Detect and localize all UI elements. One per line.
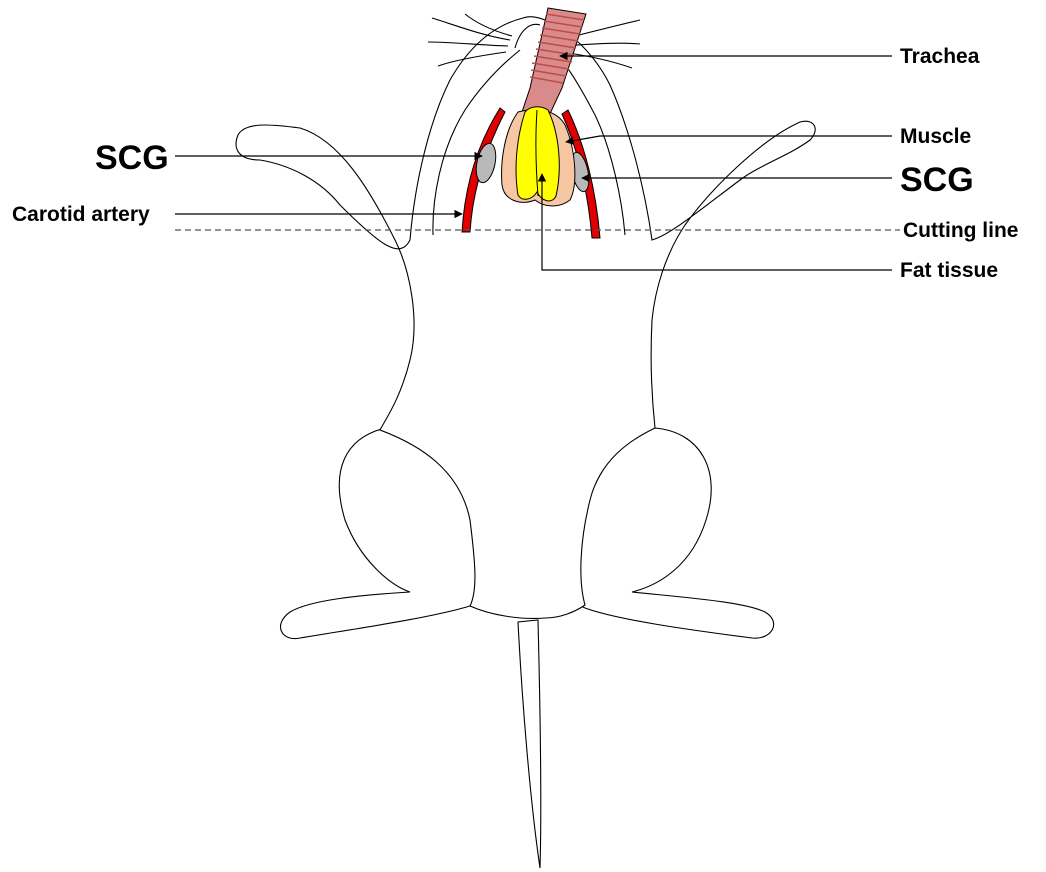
label-scg-left: SCG: [95, 139, 169, 177]
label-scg-right: SCG: [900, 161, 974, 199]
label-trachea: Trachea: [900, 45, 980, 68]
label-fat-tissue: Fat tissue: [900, 259, 998, 282]
tail: [518, 620, 541, 868]
label-cutting-line: Cutting line: [903, 219, 1018, 242]
label-carotid-artery: Carotid artery: [12, 203, 150, 226]
label-muscle: Muscle: [900, 125, 971, 148]
